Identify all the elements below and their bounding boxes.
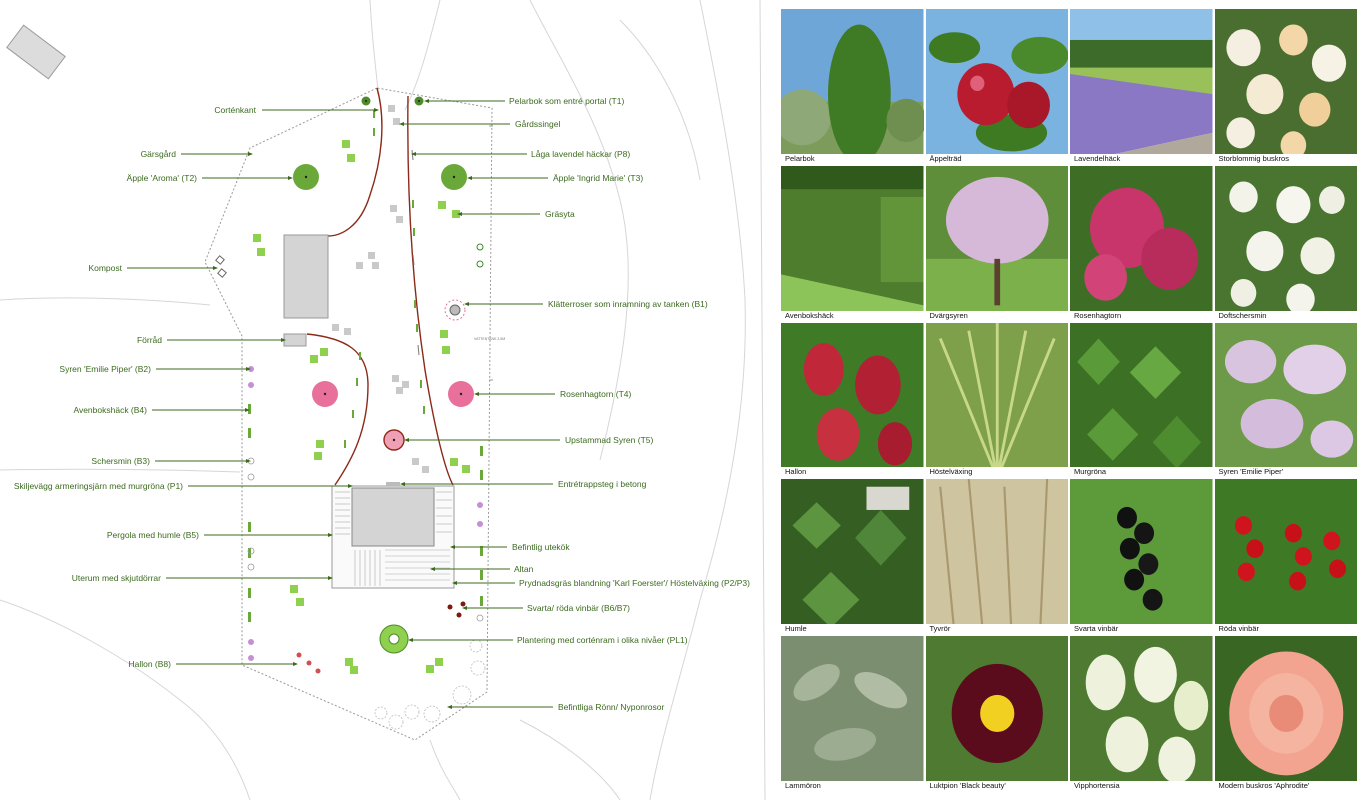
photo-caption: Hallon: [781, 467, 924, 478]
label-entretrappsteg: Entrétrappsteg i betong: [558, 479, 647, 489]
photo-tile: Lavendelhäck: [1070, 9, 1213, 164]
buskros-image: [1214, 9, 1357, 164]
photo-tile: Storblommig buskros: [1214, 9, 1357, 164]
photo-caption: Pelarbok: [781, 153, 924, 164]
photo-tile: Murgröna: [1070, 322, 1213, 478]
dvargsyren-image: [925, 165, 1068, 321]
photo-caption: Humle: [781, 624, 924, 635]
photo-caption: Lavendelhäck: [1070, 153, 1213, 164]
photo-tile: Avenbokshäck: [781, 165, 924, 321]
photo-caption: Äppelträd: [925, 153, 1068, 164]
label-cortenkant: Corténkant: [214, 105, 256, 115]
photo-tile: Dvärgsyren: [925, 165, 1068, 321]
label-apple-ingrid: Äpple 'Ingrid Marie' (T3): [553, 173, 643, 183]
label-uterum: Uterum med skjutdörrar: [72, 573, 161, 583]
photo-tile: Hallon: [781, 322, 924, 478]
hostelvaxing-image: [925, 322, 1068, 478]
humle-image: [781, 479, 924, 635]
rosenhagtorn-image: [1070, 165, 1213, 321]
roda-vinbar-image: [1214, 479, 1357, 635]
photo-tile: Svarta vinbär: [1070, 479, 1213, 635]
photo-tile: Vipphortensia: [1070, 636, 1213, 791]
label-lavendel: Låga lavendel häckar (P8): [531, 149, 630, 159]
tank-note: VATTENTANK 2,5M: [474, 337, 505, 341]
lammoron-image: [781, 636, 924, 791]
photo-tile: Syren 'Emilie Piper': [1214, 322, 1357, 478]
label-pergola: Pergola med humle (B5): [107, 530, 199, 540]
modern-buskros-image: [1214, 636, 1357, 791]
label-syren-emilie: Syren 'Emilie Piper' (B2): [59, 364, 151, 374]
label-grasyta: Gräsyta: [545, 209, 575, 219]
avenbokshack-image: [781, 165, 924, 321]
label-prydnadsgras: Prydnadsgräs blandning 'Karl Foerster'/ …: [519, 578, 750, 588]
label-kompost: Kompost: [88, 263, 122, 273]
photo-caption: Doftschersmin: [1214, 310, 1357, 321]
svarta-vinbar-image: [1070, 479, 1213, 635]
photo-tile: Modern buskros 'Aphrodite': [1214, 636, 1357, 791]
hallon-image: [781, 322, 924, 478]
pelarbok-image: [781, 9, 924, 164]
plant-gallery: Pelarbok Äppelträd Lavendelhäck Storblom: [781, 9, 1357, 791]
label-utekok: Befintlig utekök: [512, 542, 570, 552]
photo-tile: Doftschersmin: [1214, 165, 1357, 321]
photo-caption: Avenbokshäck: [781, 310, 924, 321]
photo-caption: Vipphortensia: [1070, 781, 1213, 791]
garden-plan-drawing: VATTENTANK 2,5M Corté: [0, 0, 766, 800]
garden-plan: VATTENTANK 2,5M Corté: [0, 0, 766, 800]
label-rosenhagtorn: Rosenhagtorn (T4): [560, 389, 632, 399]
photo-tile: Rosenhagtorn: [1070, 165, 1213, 321]
label-ronn: Befintliga Rönn/ Nyponrosor: [558, 702, 664, 712]
luktpion-image: [925, 636, 1068, 791]
photo-caption: Luktpion 'Black beauty': [925, 781, 1068, 791]
vipphortensia-image: [1070, 636, 1213, 791]
photo-tile: Pelarbok: [781, 9, 924, 164]
photo-caption: Murgröna: [1070, 467, 1213, 478]
photo-caption: Lammöron: [781, 781, 924, 791]
label-schersmin: Schersmin (B3): [91, 456, 150, 466]
label-plantering: Plantering med corténram i olika nivåer …: [517, 635, 688, 645]
photo-caption: Höstelväxing: [925, 467, 1068, 478]
murgrona-image: [1070, 322, 1213, 478]
label-altan: Altan: [514, 564, 534, 574]
label-apple-aroma: Äpple 'Aroma' (T2): [127, 173, 197, 183]
label-upstammad: Upstammad Syren (T5): [565, 435, 653, 445]
photo-caption: Röda vinbär: [1214, 624, 1357, 635]
photo-caption: Syren 'Emilie Piper': [1214, 467, 1357, 478]
label-klatterroser: Klätterroser som inramning av tanken (B1…: [548, 299, 708, 309]
photo-tile: Röda vinbär: [1214, 479, 1357, 635]
lavendelhack-image: [1070, 9, 1213, 164]
photo-tile: Höstelväxing: [925, 322, 1068, 478]
photo-tile: Äppelträd: [925, 9, 1068, 164]
label-avenbok: Avenbokshäck (B4): [73, 405, 147, 415]
photo-caption: Rosenhagtorn: [1070, 310, 1213, 321]
photo-tile: Humle: [781, 479, 924, 635]
photo-caption: Dvärgsyren: [925, 310, 1068, 321]
doftschersmin-image: [1214, 165, 1357, 321]
label-gardssingel: Gårdssingel: [515, 119, 560, 129]
label-hallon: Hallon (B8): [128, 659, 171, 669]
photo-caption: Tyvrör: [925, 624, 1068, 635]
label-skiljevagg: Skiljevägg armeringsjärn med murgröna (P…: [14, 481, 183, 491]
label-garsgard: Gärsgård: [141, 149, 177, 159]
label-pelarbok: Pelarbok som entré portal (T1): [509, 96, 624, 106]
photo-caption: Modern buskros 'Aphrodite': [1214, 781, 1357, 791]
appeltrad-image: [925, 9, 1068, 164]
label-forrad: Förråd: [137, 335, 162, 345]
photo-caption: Svarta vinbär: [1070, 624, 1213, 635]
label-vinbar: Svarta/ röda vinbär (B6/B7): [527, 603, 630, 613]
syren-emilie-image: [1214, 322, 1357, 478]
photo-caption: Storblommig buskros: [1214, 153, 1357, 164]
photo-tile: Tyvrör: [925, 479, 1068, 635]
photo-tile: Luktpion 'Black beauty': [925, 636, 1068, 791]
tyvror-image: [925, 479, 1068, 635]
photo-tile: Lammöron: [781, 636, 924, 791]
